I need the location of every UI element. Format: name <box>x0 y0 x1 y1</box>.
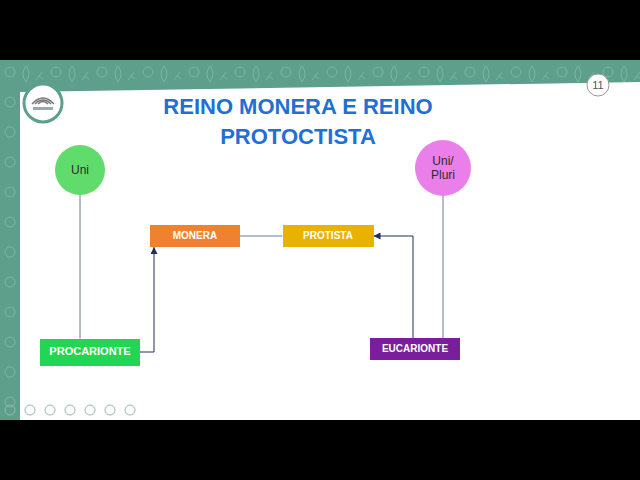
logo-bar <box>33 107 53 110</box>
frame-texture <box>0 60 640 420</box>
connector <box>374 236 414 338</box>
kingdom-box: PROTISTA <box>283 225 374 247</box>
nav-icons <box>5 405 135 415</box>
node-label: Uni <box>62 163 98 177</box>
connector <box>240 236 283 237</box>
connector <box>140 247 154 352</box>
connector <box>80 195 81 339</box>
cell-type-box: EUCARIONTE <box>370 338 460 360</box>
slide-title: REINO MONERA E REINO PROTOCTISTA <box>120 92 476 152</box>
circle-fill <box>55 145 105 195</box>
cell-type-box: PROCARIONTE <box>40 339 140 366</box>
slide-frame <box>0 60 640 420</box>
logo <box>24 84 62 122</box>
node-label: EUCARIONTE <box>382 343 448 355</box>
node-label: MONERA <box>173 230 217 242</box>
circle-fill <box>415 140 471 196</box>
type-circle: Uni/ Pluri <box>415 140 471 196</box>
node-label: PROCARIONTE <box>49 345 130 358</box>
node-label: Uni/ Pluri <box>425 154 461 183</box>
kingdom-box: MONERA <box>150 225 240 247</box>
page-badge <box>587 74 609 96</box>
logo-mark <box>32 98 54 104</box>
connector <box>443 196 444 338</box>
node-label: PROTISTA <box>303 230 353 242</box>
type-circle: Uni <box>55 145 105 195</box>
page-number: 11 <box>587 76 609 94</box>
content-area <box>20 82 640 420</box>
